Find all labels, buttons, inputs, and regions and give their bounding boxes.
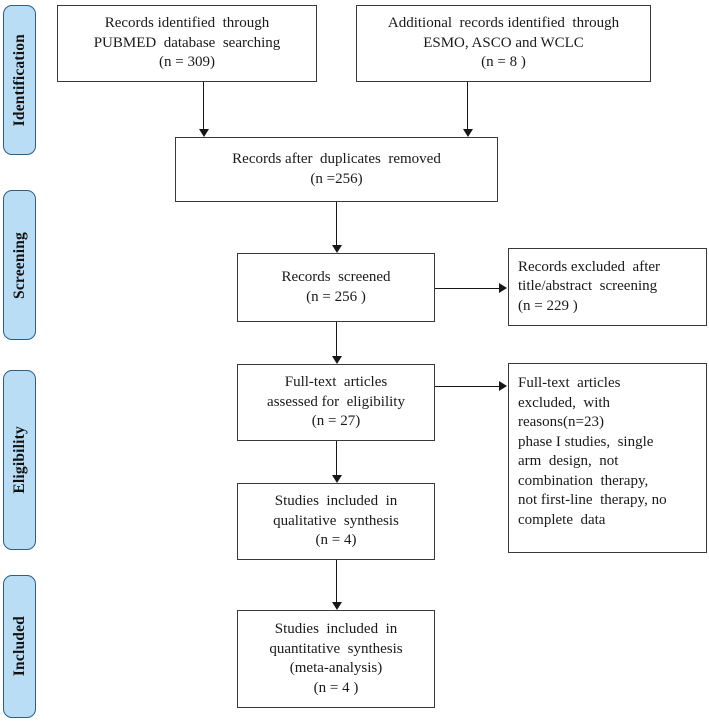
box-line: PUBMED database searching xyxy=(93,34,281,51)
box-line: (n = 4 ) xyxy=(313,679,359,696)
box-line: (meta-analysis) xyxy=(289,660,383,676)
arrowhead-pubmed-to-duplicates xyxy=(199,129,209,137)
box-line: quantitative synthesis xyxy=(269,640,403,657)
box-line: Studies included in xyxy=(274,621,398,637)
box-line: complete data xyxy=(518,511,606,528)
box-line: excluded, with xyxy=(518,394,611,411)
box-line: assessed for eligibility xyxy=(267,393,405,410)
arrowhead-fulltext-to-qualitative xyxy=(332,475,342,483)
box-line: (n = 309) xyxy=(159,54,215,71)
connector-pubmed-to-duplicates xyxy=(203,82,204,129)
box-line: Full-text articles xyxy=(518,375,621,391)
box-line: combination therapy, xyxy=(518,472,649,489)
box-line: (n = 4) xyxy=(315,532,357,549)
box-line: reasons(n=23) xyxy=(518,414,604,430)
box-line: phase I studies, single xyxy=(518,433,654,450)
connector-screened-to-fulltext xyxy=(336,322,337,356)
box-records-screened: Records screened (n = 256 ) xyxy=(237,253,435,322)
arrowhead-screened-to-excluded xyxy=(499,283,507,293)
arrowhead-qualitative-to-quantitative xyxy=(332,602,342,610)
box-records-after-duplicates-removed: Records after duplicates removed (n =256… xyxy=(175,137,498,202)
box-line: (n = 27) xyxy=(311,413,361,430)
arrowhead-screened-to-fulltext xyxy=(332,356,342,364)
box-records-excluded: Records excluded after title/abstract sc… xyxy=(508,248,707,326)
connector-fulltext-to-excluded xyxy=(435,386,499,387)
box-qualitative-synthesis: Studies included in qualitative synthesi… xyxy=(237,483,435,560)
box-fulltext-assessed: Full-text articles assessed for eligibil… xyxy=(237,364,435,441)
connector-additional-to-duplicates xyxy=(467,82,468,129)
box-quantitative-synthesis: Studies included in quantitative synthes… xyxy=(237,610,435,708)
box-records-identified-pubmed: Records identified through PUBMED databa… xyxy=(57,5,317,82)
box-line: qualitative synthesis xyxy=(273,512,399,529)
arrowhead-fulltext-to-excluded xyxy=(499,381,507,391)
box-line: title/abstract screening xyxy=(518,278,658,295)
phase-label-identification: Identification xyxy=(10,33,28,127)
connector-fulltext-to-qualitative xyxy=(336,441,337,475)
phase-bar-eligibility: Eligibility xyxy=(3,370,36,550)
phase-label-included: Included xyxy=(10,616,28,677)
phase-bar-identification: Identification xyxy=(3,5,36,155)
phase-bar-included: Included xyxy=(3,575,36,718)
box-line: Records after duplicates removed xyxy=(232,151,441,167)
box-additional-records-identified: Additional records identified through ES… xyxy=(356,5,651,82)
box-line: Records identified through xyxy=(104,15,270,32)
box-line: not first-line therapy, no xyxy=(518,492,667,508)
box-line: (n =256) xyxy=(310,170,363,187)
arrowhead-duplicates-to-screened xyxy=(332,245,342,253)
connector-duplicates-to-screened xyxy=(336,202,337,245)
box-line: arm design, not xyxy=(518,453,619,469)
box-fulltext-excluded-reasons: Full-text articles excluded, with reason… xyxy=(508,363,707,553)
box-line: Records screened xyxy=(281,269,391,285)
arrowhead-additional-to-duplicates xyxy=(463,129,473,137)
box-line: (n = 8 ) xyxy=(481,54,526,71)
phase-bar-screening: Screening xyxy=(3,190,36,340)
box-line: (n = 229 ) xyxy=(518,297,578,314)
connector-screened-to-excluded xyxy=(435,288,499,289)
box-line: Full-text articles xyxy=(284,374,388,391)
box-line: Studies included in xyxy=(274,493,398,510)
box-line: ESMO, ASCO and WCLC xyxy=(423,34,584,51)
box-line: Records excluded after xyxy=(518,258,661,275)
box-line: (n = 256 ) xyxy=(306,288,366,305)
phase-label-screening: Screening xyxy=(10,231,28,299)
phase-label-eligibility: Eligibility xyxy=(10,426,28,494)
box-line: Additional records identified through xyxy=(387,15,620,32)
connector-qualitative-to-quantitative xyxy=(336,560,337,602)
